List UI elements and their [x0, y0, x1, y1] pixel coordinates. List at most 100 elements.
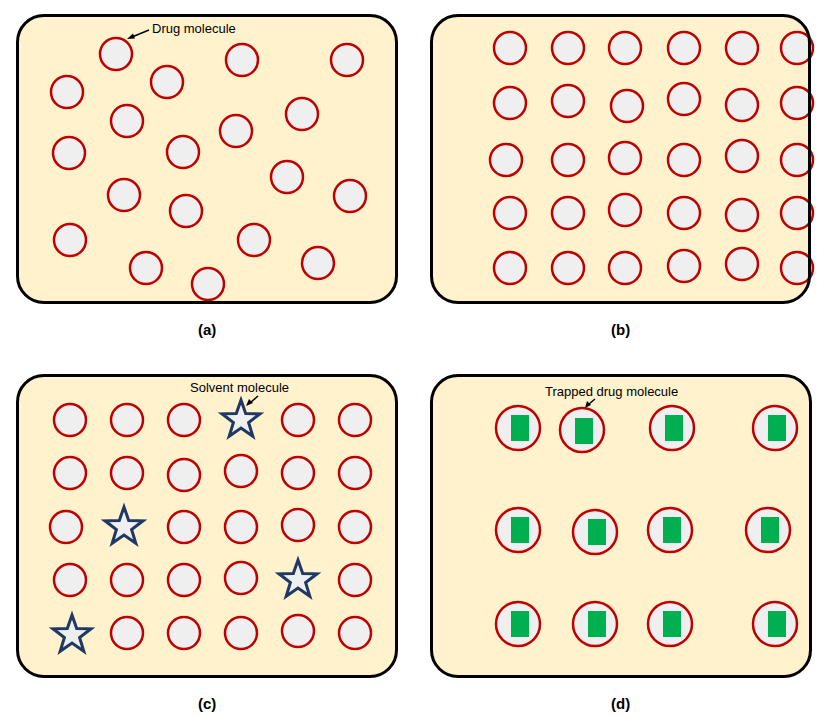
drug-molecule — [726, 248, 758, 280]
drug-molecule — [226, 44, 258, 76]
drug-carrier — [650, 406, 694, 450]
trapped-drug — [511, 415, 529, 441]
drug-carrier — [560, 408, 604, 452]
drug-molecule — [726, 140, 758, 172]
drug-molecule — [339, 457, 371, 489]
drug-molecule — [168, 564, 200, 596]
callout-label: Drug molecule — [152, 21, 236, 36]
drug-molecule — [271, 161, 303, 193]
drug-molecule — [609, 32, 641, 64]
panel-box: Drug molecule(a) — [16, 14, 398, 304]
drug-molecule — [225, 617, 257, 649]
drug-molecule — [611, 90, 643, 122]
drug-molecule — [668, 144, 700, 176]
leader-line — [589, 399, 595, 404]
drug-molecule — [225, 511, 257, 543]
trapped-drug — [511, 517, 529, 543]
drug-molecule — [726, 32, 758, 64]
drug-molecule — [668, 197, 700, 229]
drug-carrier — [648, 602, 692, 646]
drug-molecule — [339, 404, 371, 436]
drug-molecule — [339, 511, 371, 543]
trapped-drug — [663, 611, 681, 637]
drug-molecule — [552, 252, 584, 284]
drug-carrier — [746, 508, 790, 552]
panel-label: (a) — [198, 321, 216, 339]
drug-molecule — [552, 32, 584, 64]
drug-molecule — [552, 197, 584, 229]
panel-label: (b) — [611, 321, 630, 339]
trapped-drug — [588, 611, 606, 637]
drug-carrier — [496, 508, 540, 552]
drug-molecule — [111, 564, 143, 596]
drug-molecule — [726, 199, 758, 231]
drug-molecule — [282, 509, 314, 541]
drug-molecule — [609, 252, 641, 284]
panel-box: (b) — [430, 14, 811, 304]
drug-molecule — [286, 98, 318, 130]
drug-molecule — [170, 195, 202, 227]
drug-molecule — [108, 179, 140, 211]
panel-ground — [430, 374, 812, 678]
solvent-molecule — [105, 507, 143, 543]
panel-b-molecules — [490, 32, 813, 284]
drug-molecule — [339, 564, 371, 596]
drug-carrier — [648, 508, 692, 552]
drug-molecule — [490, 144, 522, 176]
drug-molecule — [552, 85, 584, 117]
drug-molecule — [494, 197, 526, 229]
drug-molecule — [54, 224, 86, 256]
drug-molecule — [282, 457, 314, 489]
drug-carrier — [496, 406, 540, 450]
drug-molecule — [238, 224, 270, 256]
drug-molecule — [339, 617, 371, 649]
drug-molecule — [225, 455, 257, 487]
drug-molecule — [54, 404, 86, 436]
drug-carrier — [573, 602, 617, 646]
trapped-drug — [768, 415, 786, 441]
panel-ground — [430, 14, 811, 304]
drug-molecule — [282, 404, 314, 436]
trapped-drug — [588, 519, 606, 545]
drug-molecule — [130, 252, 162, 284]
trapped-drug — [768, 611, 786, 637]
drug-molecule — [51, 76, 83, 108]
drug-molecule — [220, 115, 252, 147]
callout-label: Trapped drug molecule — [545, 384, 678, 399]
drug-molecule — [552, 144, 584, 176]
drug-molecule — [100, 38, 132, 70]
drug-molecule — [609, 194, 641, 226]
drug-molecule — [668, 83, 700, 115]
drug-molecule — [54, 457, 86, 489]
drug-molecule — [668, 32, 700, 64]
drug-molecule — [494, 87, 526, 119]
trapped-drug — [663, 517, 681, 543]
panel-a-molecules — [51, 38, 366, 300]
drug-carrier — [573, 510, 617, 554]
panel-d-molecules — [496, 406, 797, 646]
trapped-drug — [665, 415, 683, 441]
drug-molecule — [668, 250, 700, 282]
panel-c-molecules — [50, 400, 371, 651]
arrowhead — [127, 34, 135, 40]
solvent-molecule — [53, 615, 91, 651]
drug-molecule — [54, 564, 86, 596]
drug-molecule — [111, 617, 143, 649]
solvent-molecule — [222, 400, 260, 436]
drug-molecule — [331, 44, 363, 76]
solvent-molecule — [279, 560, 317, 596]
drug-molecule — [50, 511, 82, 543]
drug-molecule — [167, 136, 199, 168]
drug-molecule — [151, 66, 183, 98]
drug-pointer — [127, 30, 149, 39]
drug-molecule — [111, 457, 143, 489]
panel-ground — [16, 374, 398, 678]
leader-line — [132, 30, 149, 37]
trapped-drug — [761, 517, 779, 543]
solvent-pointer — [246, 396, 258, 406]
panel-ground — [16, 14, 398, 304]
callout-label: Solvent molecule — [190, 380, 289, 395]
drug-molecule — [494, 252, 526, 284]
drug-molecule — [282, 615, 314, 647]
